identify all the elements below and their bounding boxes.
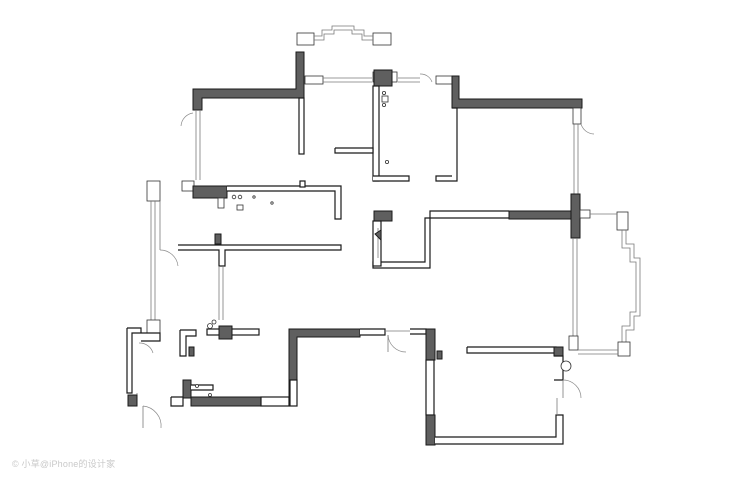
- upper-left-wall: [192, 51, 372, 155]
- lower-right-room: [410, 328, 582, 446]
- lower-left-rooms: [126, 319, 260, 429]
- top-bay-window: [296, 25, 392, 46]
- central-partition: [372, 210, 572, 269]
- upper-right-wall: [435, 75, 595, 194]
- watermark-text: © 小草@iPhone的设计家: [12, 459, 116, 469]
- kitchen-column: [334, 69, 433, 182]
- lower-central-walls: [170, 328, 410, 407]
- right-bay-window: [568, 193, 641, 357]
- left-middle-rooms: [146, 110, 342, 324]
